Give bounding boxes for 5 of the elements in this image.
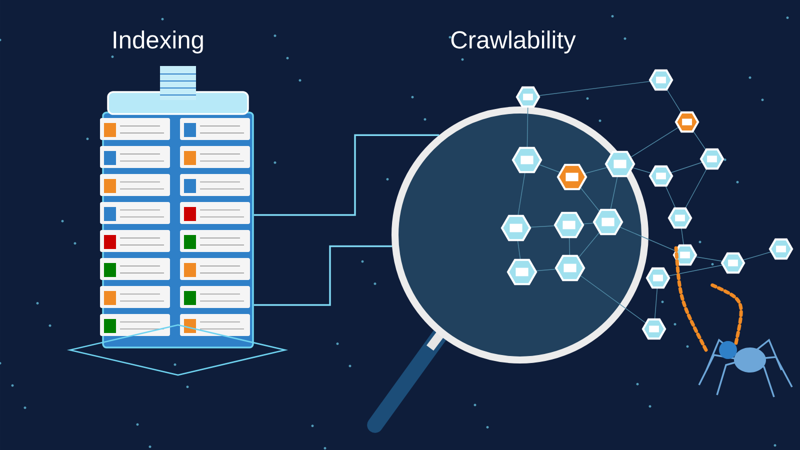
magnifying-glass-drawing (367, 69, 794, 433)
connector-line (254, 134, 440, 216)
heading: Indexing (114, 30, 203, 54)
heading: Crawlability (451, 30, 576, 54)
connector-line (254, 245, 392, 306)
